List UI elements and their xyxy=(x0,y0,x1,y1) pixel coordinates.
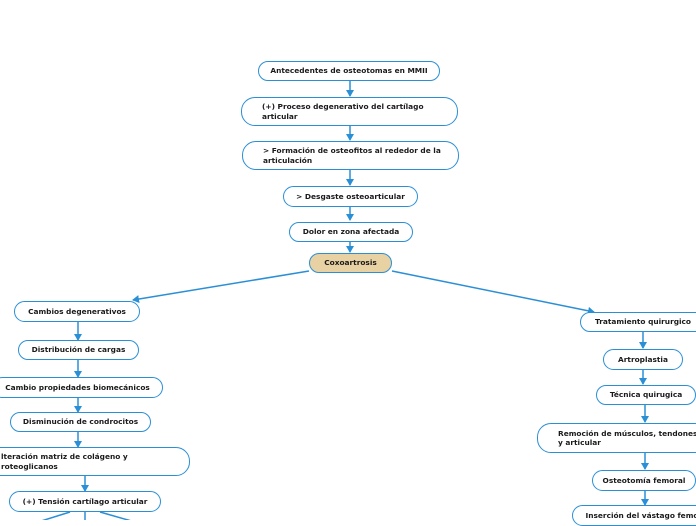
node-antecedentes[interactable]: Antecedentes de osteotomas en MMII xyxy=(258,61,440,81)
edge-coxoartrosis-tratamiento xyxy=(391,270,595,315)
node-tension-cartilago[interactable]: (+) Tensión cartílago articular xyxy=(9,491,161,512)
edge-tension-child-c xyxy=(99,511,131,520)
node-cambios-degenerativos[interactable]: Cambios degenerativos xyxy=(14,301,140,322)
edge-tension-child-a xyxy=(41,511,71,520)
edge-coxoartrosis-cambios xyxy=(132,270,310,303)
node-remocion-musculos[interactable]: Remoción de músculos, tendones y articul… xyxy=(537,423,696,453)
node-osteotomia-femoral[interactable]: Osteotomía femoral xyxy=(592,470,696,491)
node-alteracion-matriz[interactable]: lteración matriz de colágeno y roteoglic… xyxy=(0,447,190,476)
node-disminucion-condrocitos[interactable]: Disminución de condrocitos xyxy=(10,412,151,432)
node-desgaste[interactable]: > Desgaste osteoarticular xyxy=(283,186,418,207)
node-cambio-propiedades[interactable]: Cambio propiedades biomecánicos xyxy=(0,377,163,398)
node-artroplastia[interactable]: Artroplastia xyxy=(603,349,683,370)
node-tecnica-quirurgica[interactable]: Técnica quirugica xyxy=(596,385,696,405)
node-tratamiento-quirurgico[interactable]: Tratamiento quirurgico xyxy=(580,312,696,332)
node-formacion-osteofitos[interactable]: > Formación de osteofitos al rededor de … xyxy=(242,141,459,170)
node-coxoartrosis-root[interactable]: Coxoartrosis xyxy=(309,253,392,273)
node-proceso-degenerativo[interactable]: (+) Proceso degenerativo del cartílago a… xyxy=(241,97,458,126)
node-insercion-vastago[interactable]: Inserción del vástago femo xyxy=(572,505,696,526)
node-dolor[interactable]: Dolor en zona afectada xyxy=(289,222,413,242)
node-distribucion-cargas[interactable]: Distribución de cargas xyxy=(18,340,139,360)
